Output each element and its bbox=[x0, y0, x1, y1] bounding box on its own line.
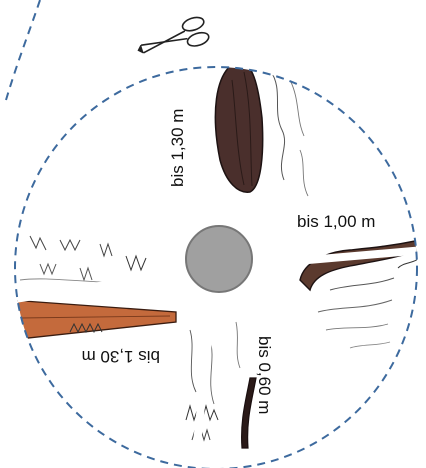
label-top: bis 1,30 m bbox=[168, 109, 187, 187]
scissors-icon bbox=[134, 15, 210, 64]
center-hub bbox=[186, 226, 252, 292]
dashed-cut-line-arc bbox=[6, 0, 40, 100]
label-right: bis 1,00 m bbox=[297, 212, 375, 231]
label-bottom: bis 0,60 m bbox=[255, 336, 274, 414]
label-left: bis 1,30 m bbox=[82, 347, 160, 366]
